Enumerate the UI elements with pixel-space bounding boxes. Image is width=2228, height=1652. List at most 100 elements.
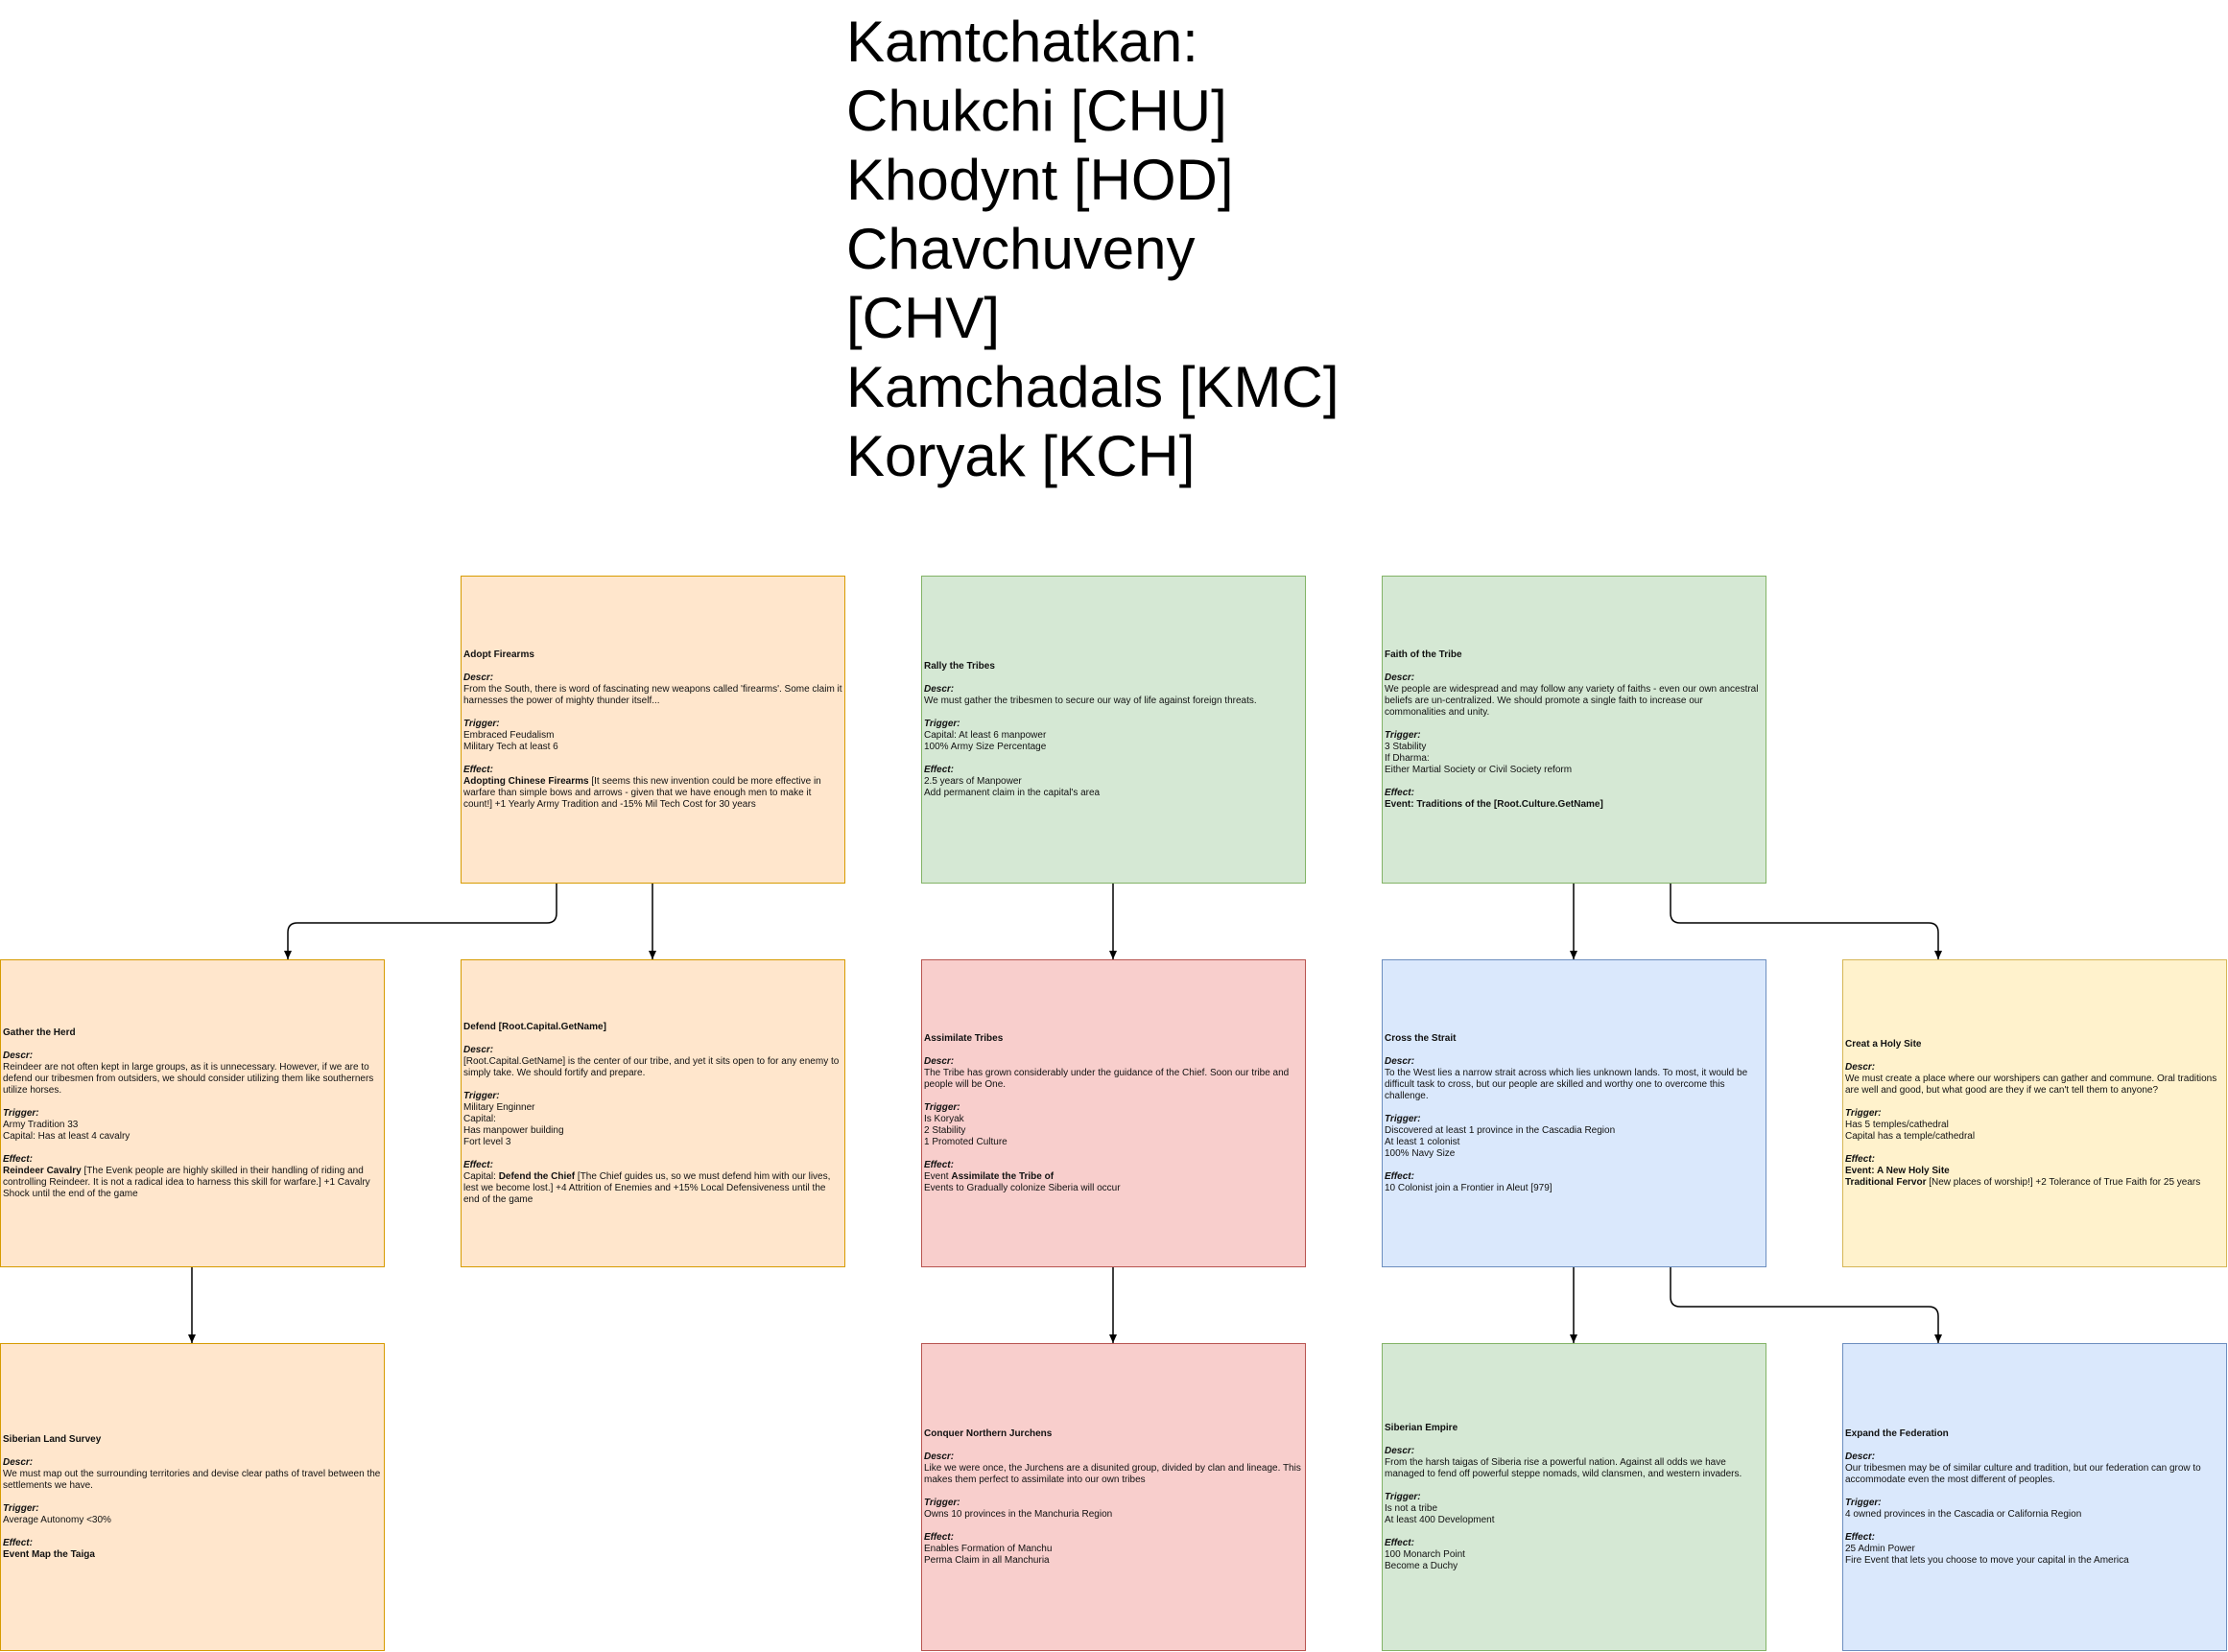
- mission-title: Assimilate Tribes: [924, 1032, 1004, 1044]
- mission-effect-line: Perma Claim in all Manchuria: [924, 1554, 1050, 1566]
- mission-title: Defend [Root.Capital.GetName]: [463, 1021, 606, 1032]
- mission-effect-section: Effect:10 Colonist join a Frontier in Al…: [1385, 1171, 1764, 1194]
- mission-trigger-label: Trigger:: [924, 1101, 960, 1113]
- mission-trigger-label: Trigger:: [924, 1497, 960, 1508]
- mission-descr-line: The Tribe has grown considerably under t…: [924, 1067, 1290, 1090]
- mission-trigger-line: 100% Army Size Percentage: [924, 741, 1047, 752]
- mission-trigger-label: Trigger:: [1385, 1113, 1421, 1124]
- mission-effect-line: Fire Event that lets you choose to move …: [1845, 1554, 2129, 1566]
- mission-effect-section: Effect:Reindeer Cavalry [The Evenk peopl…: [3, 1154, 382, 1200]
- mission-effect-section: Effect:Adopting Chinese Firearms [It see…: [463, 765, 842, 811]
- mission-trigger-line: 1 Promoted Culture: [924, 1136, 1007, 1147]
- mission-effect-line: 2.5 years of Manpower: [924, 775, 1022, 787]
- mission-effect-text: [The Evenk people are highly skilled in …: [3, 1165, 370, 1199]
- mission-effect-text: [New places of worship!] +2 Tolerance of…: [1926, 1176, 2201, 1188]
- mission-effect-highlight: Event: A New Holy Site: [1845, 1165, 1950, 1176]
- mission-descr-label: Descr:: [1385, 1055, 1415, 1067]
- mission-trigger-line: Has manpower building: [463, 1124, 564, 1136]
- mission-descr-section: Descr:The Tribe has grown considerably u…: [924, 1056, 1303, 1091]
- title-line: Chavchuveny: [846, 217, 1196, 281]
- mission-descr-line: Reindeer are not often kept in large gro…: [3, 1061, 374, 1096]
- mission-trigger-line: Fort level 3: [463, 1136, 511, 1147]
- mission-effect-text: [It seems this new invention could be mo…: [463, 775, 821, 810]
- mission-trigger-line: 4 owned provinces in the Cascadia or Cal…: [1845, 1508, 2082, 1520]
- mission-descr-section: Descr:Reindeer are not often kept in lar…: [3, 1050, 382, 1097]
- mission-trigger-label: Trigger:: [924, 718, 960, 729]
- mission-effect-text: Capital:: [463, 1170, 499, 1182]
- mission-title: Creat a Holy Site: [1845, 1038, 1922, 1050]
- mission-title: Conquer Northern Jurchens: [924, 1428, 1053, 1439]
- mission-descr-label: Descr:: [3, 1456, 34, 1468]
- mission-trigger-section: Trigger:Average Autonomy <30%: [3, 1503, 382, 1526]
- mission-trigger-line: Capital: Has at least 4 cavalry: [3, 1130, 130, 1142]
- mission-effect-text: Event: [924, 1170, 952, 1182]
- mission-trigger-label: Trigger:: [1385, 1491, 1421, 1502]
- mission-effect-text: [The Chief guides us, so we must defend …: [463, 1170, 831, 1205]
- mission-trigger-line: At least 1 colonist: [1385, 1136, 1460, 1147]
- edge-adopt-firearms-to-gather-the-herd: [284, 884, 557, 959]
- diagram-title: Kamtchatkan: Chukchi [CHU] Khodynt [HOD]…: [846, 8, 1384, 491]
- mission-trigger-line: Either Martial Society or Civil Society …: [1385, 764, 1573, 775]
- mission-trigger-line: Is not a tribe: [1385, 1502, 1438, 1514]
- mission-trigger-line: If Dharma:: [1385, 752, 1430, 764]
- mission-effect-section: Effect:Capital: Defend the Chief [The Ch…: [463, 1160, 842, 1206]
- mission-defend-capital: Defend [Root.Capital.GetName]Descr:[Root…: [461, 959, 845, 1267]
- mission-trigger-line: 2 Stability: [924, 1124, 966, 1136]
- title-line: Chukchi [CHU]: [846, 79, 1227, 143]
- mission-trigger-label: Trigger:: [1845, 1497, 1882, 1508]
- mission-trigger-label: Trigger:: [3, 1107, 39, 1119]
- edge-cross-the-strait-to-expand-federation: [1670, 1267, 1942, 1343]
- mission-descr-section: Descr:We people are widespread and may f…: [1385, 673, 1764, 719]
- mission-descr-label: Descr:: [1845, 1451, 1876, 1462]
- mission-trigger-line: Capital: At least 6 manpower: [924, 729, 1047, 741]
- mission-effect-label: Effect:: [3, 1537, 33, 1548]
- mission-descr-section: Descr:We must create a place where our w…: [1845, 1062, 2224, 1097]
- mission-descr-label: Descr:: [463, 1044, 494, 1055]
- mission-trigger-line: 3 Stability: [1385, 741, 1427, 752]
- mission-effect-label: Effect:: [924, 1159, 954, 1170]
- mission-trigger-line: Owns 10 provinces in the Manchuria Regio…: [924, 1508, 1113, 1520]
- mission-descr-line: We must gather the tribesmen to secure o…: [924, 695, 1257, 706]
- mission-effect-highlight: Traditional Fervor: [1845, 1176, 1927, 1188]
- mission-effect-line: Event Map the Taiga: [3, 1549, 382, 1561]
- mission-descr-line: Like we were once, the Jurchens are a di…: [924, 1462, 1301, 1485]
- mission-trigger-label: Trigger:: [3, 1502, 39, 1514]
- mission-trigger-line: Military Tech at least 6: [463, 741, 558, 752]
- mission-descr-label: Descr:: [924, 1055, 955, 1067]
- mission-effect-line: 25 Admin Power: [1845, 1543, 1915, 1554]
- mission-effect-line: Event: A New Holy Site: [1845, 1166, 2224, 1177]
- mission-trigger-line: Average Autonomy <30%: [3, 1514, 111, 1525]
- mission-descr-line: To the West lies a narrow strait across …: [1385, 1067, 1748, 1101]
- mission-trigger-section: Trigger:Discovered at least 1 province i…: [1385, 1114, 1764, 1160]
- mission-trigger-line: Is Koryak: [924, 1113, 964, 1124]
- mission-descr-section: Descr:Our tribesmen may be of similar cu…: [1845, 1451, 2224, 1486]
- mission-title: Expand the Federation: [1845, 1428, 1949, 1439]
- edge-faith-to-holy-site: [1670, 884, 1942, 959]
- mission-descr-line: We people are widespread and may follow …: [1385, 683, 1759, 718]
- mission-effect-highlight: Assimilate the Tribe of: [951, 1170, 1055, 1182]
- mission-title: Gather the Herd: [3, 1027, 76, 1038]
- mission-title: Faith of the Tribe: [1385, 649, 1462, 660]
- mission-effect-label: Effect:: [1845, 1531, 1875, 1543]
- mission-effect-label: Effect:: [463, 764, 493, 775]
- mission-effect-label: Effect:: [924, 1531, 954, 1543]
- mission-trigger-line: Capital has a temple/cathedral: [1845, 1130, 1976, 1142]
- mission-trigger-label: Trigger:: [1845, 1107, 1882, 1119]
- mission-descr-section: Descr:We must gather the tribesmen to se…: [924, 684, 1303, 707]
